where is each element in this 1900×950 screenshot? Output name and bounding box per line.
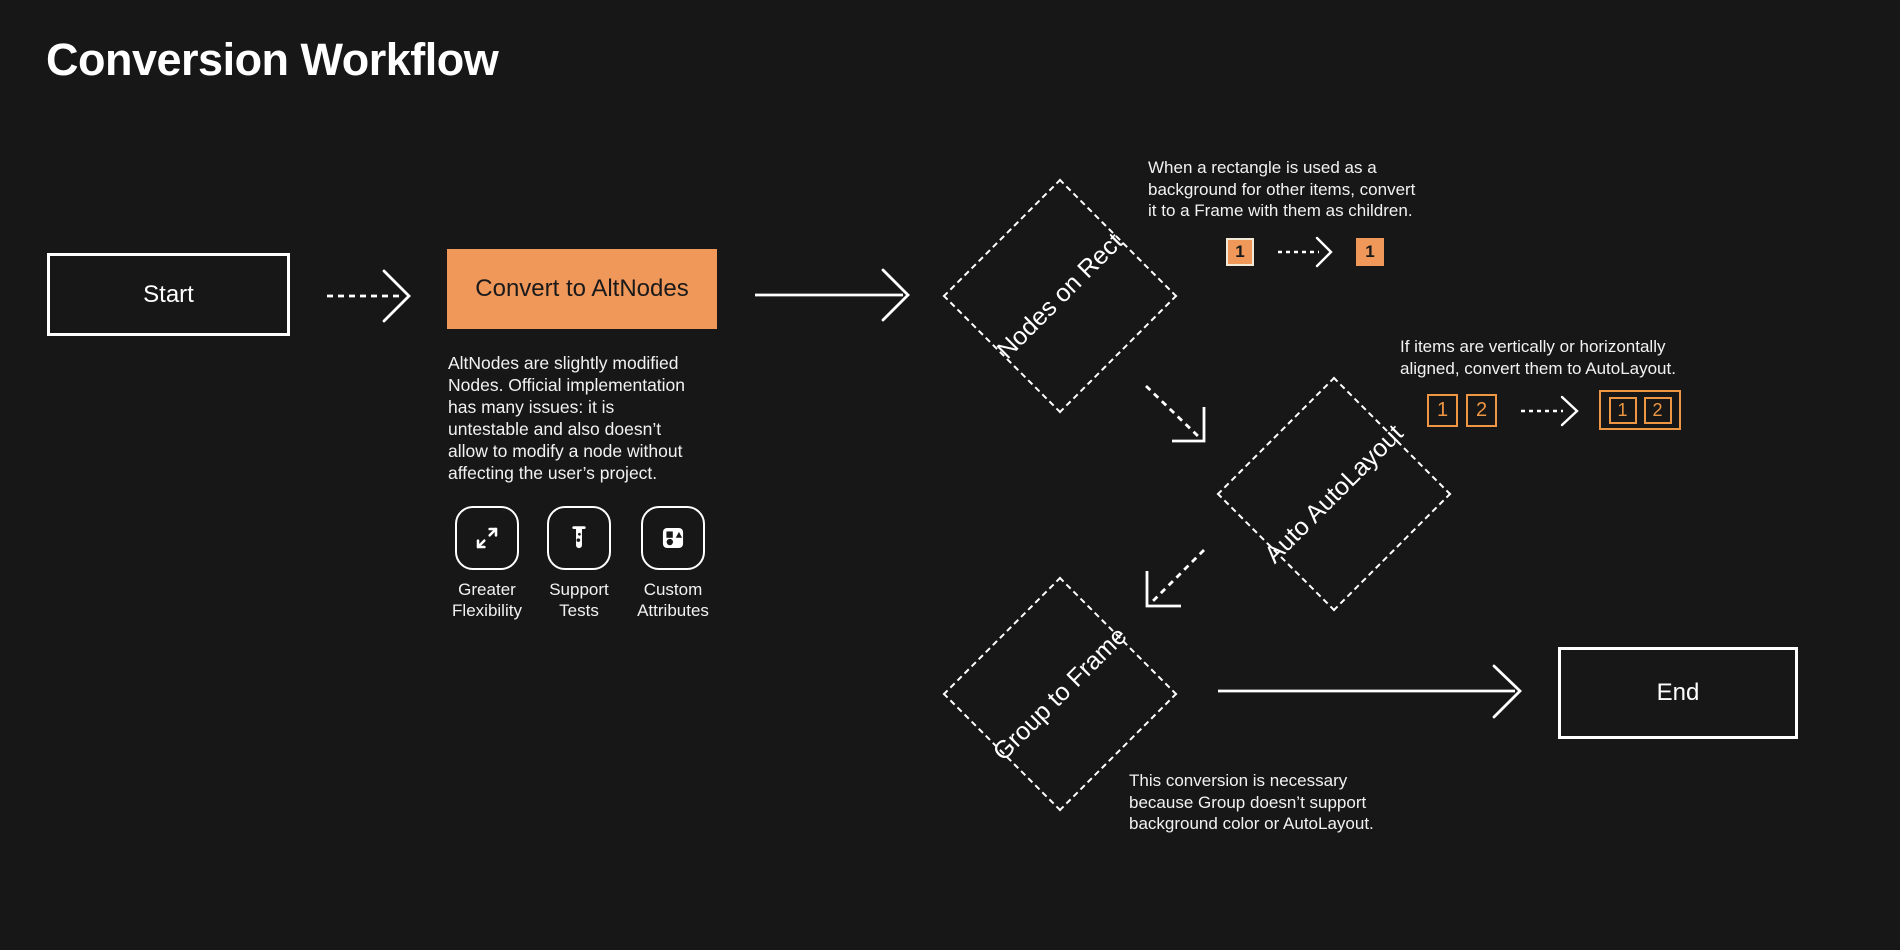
arrow-start-to-convert (327, 269, 411, 323)
arrow-mini-autolayout (1521, 395, 1579, 427)
altnodes-description: AltNodes are slightly modified Nodes. Of… (448, 353, 686, 483)
expand-arrows-icon (455, 506, 519, 570)
arrow-mini-rect (1278, 236, 1333, 268)
group-to-frame-node: Group to Frame (942, 576, 1178, 812)
arrow-nodes-on-rect-to-auto-autolayout (1145, 384, 1206, 443)
mini-auto-before-item-1: 1 (1427, 394, 1458, 427)
nodes-on-rect-node: Nodes on Rect (942, 178, 1178, 414)
start-node: Start (47, 253, 290, 336)
arrow-auto-autolayout-to-group-to-frame (1145, 549, 1205, 608)
nodes-on-rect-note: When a rectangle is used as a background… (1148, 158, 1416, 220)
feature-support-tests: Support Tests (524, 506, 634, 621)
mini-auto-after-group: 1 2 (1599, 390, 1681, 430)
mini-rect-after-box: 1 (1356, 238, 1384, 266)
end-node-label: End (1656, 679, 1700, 706)
shapes-icon (641, 506, 705, 570)
start-node-label: Start (143, 280, 194, 308)
nodes-on-rect-label: Nodes on Rect (991, 227, 1129, 365)
end-node: End (1558, 647, 1798, 739)
arrow-group-to-frame-to-end (1218, 664, 1522, 719)
mini-rect-before-box: 1 (1226, 238, 1254, 266)
group-to-frame-note: This conversion is necessary because Gro… (1129, 771, 1374, 833)
convert-to-altnodes-label: Convert to AltNodes (475, 275, 689, 302)
test-tube-icon (547, 506, 611, 570)
auto-autolayout-label: Auto AutoLayout (1258, 418, 1409, 569)
auto-autolayout-node: Auto AutoLayout (1216, 376, 1452, 612)
page-title: Conversion Workflow (46, 34, 499, 85)
feature-label: Support Tests (549, 580, 609, 620)
feature-greater-flexibility: Greater Flexibility (432, 506, 542, 621)
mini-auto-before-item-2: 2 (1466, 394, 1497, 427)
convert-to-altnodes-node: Convert to AltNodes (447, 249, 717, 329)
feature-label: Greater Flexibility (452, 580, 522, 620)
feature-custom-attributes: Custom Attributes (618, 506, 728, 621)
mini-auto-after-item-2: 2 (1643, 396, 1672, 424)
feature-label: Custom Attributes (637, 580, 709, 620)
mini-auto-after-item-1: 1 (1608, 396, 1637, 424)
altnodes-features: Greater Flexibility Support Tests (432, 506, 728, 621)
arrow-convert-to-nodes-on-rect (755, 268, 910, 322)
auto-autolayout-note: If items are vertically or horizontally … (1400, 337, 1676, 378)
